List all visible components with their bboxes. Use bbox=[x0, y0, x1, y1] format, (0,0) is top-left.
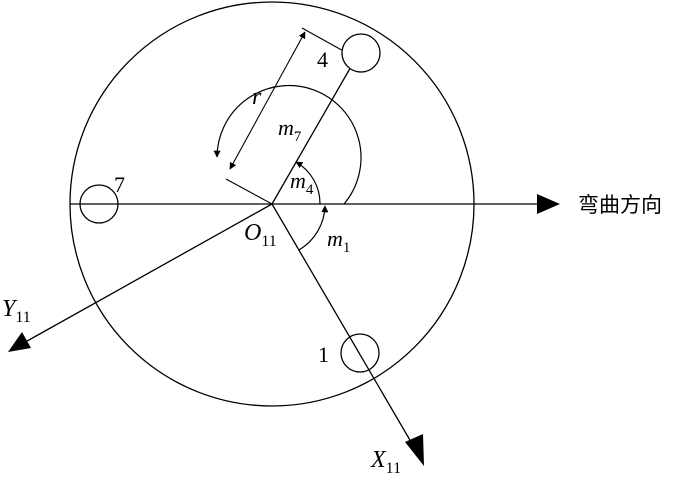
y11-axis bbox=[19, 203, 273, 346]
origin-label: O11 bbox=[244, 220, 277, 250]
radius-extension-line-inner bbox=[225, 178, 273, 205]
radius-line-hole-4 bbox=[271, 57, 357, 205]
bending-direction-arrowhead bbox=[537, 194, 560, 214]
y11-label: Y11 bbox=[2, 296, 31, 326]
hole-4-circle bbox=[341, 33, 381, 73]
hole-4-label: 4 bbox=[317, 47, 328, 72]
x11-label: X11 bbox=[370, 447, 401, 477]
x11-axis bbox=[271, 203, 415, 448]
hole-7-circle bbox=[79, 184, 119, 224]
angle-arc-m7 bbox=[213, 84, 362, 205]
hole-1-label: 1 bbox=[318, 342, 329, 367]
bending-direction-label: 弯曲方向 bbox=[578, 193, 662, 217]
y11-arrowhead bbox=[8, 332, 31, 352]
angle-arc-m4 bbox=[295, 161, 321, 205]
angle-label-m7: m7 bbox=[278, 115, 302, 145]
angle-label-m4: m4 bbox=[290, 168, 314, 198]
angle-label-m1: m1 bbox=[327, 226, 350, 256]
hole-7-label: 7 bbox=[114, 172, 125, 197]
angle-arc-m1 bbox=[298, 205, 329, 251]
radius-label: r bbox=[252, 84, 262, 110]
x11-arrowhead bbox=[405, 434, 424, 466]
radius-dimension-line bbox=[229, 31, 306, 170]
hole-1-circle bbox=[340, 333, 380, 373]
